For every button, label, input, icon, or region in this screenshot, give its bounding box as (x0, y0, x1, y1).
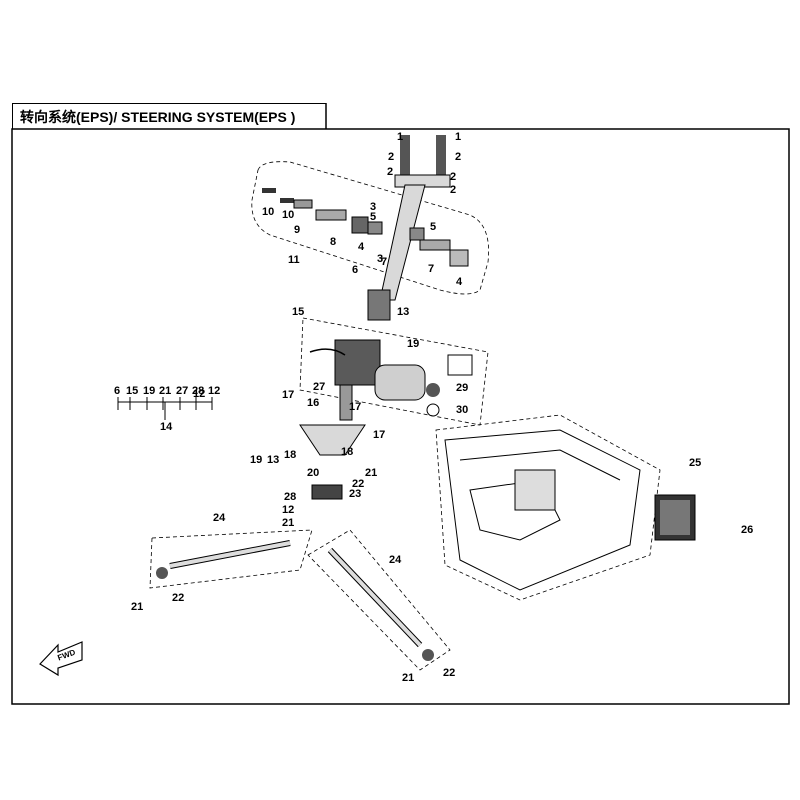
callout-13: 13 (397, 306, 409, 318)
callout-29: 29 (456, 382, 468, 394)
callout-7: 7 (381, 256, 387, 268)
callout-24: 24 (389, 554, 402, 566)
callout-24: 24 (213, 512, 226, 524)
diagram-border (11, 128, 790, 705)
part-10a (262, 188, 276, 193)
callout-15: 15 (292, 306, 304, 318)
callout-2: 2 (450, 184, 456, 196)
callout-5: 5 (430, 221, 436, 233)
part-10b (280, 198, 294, 203)
callout-5: 5 (370, 211, 376, 223)
callout-2: 2 (450, 171, 456, 183)
callout-23: 23 (349, 488, 361, 500)
callout-17: 17 (349, 401, 361, 413)
callout-13: 13 (267, 454, 279, 466)
part-4a (351, 216, 369, 234)
callout-25: 25 (689, 457, 701, 469)
part-5b (409, 227, 425, 241)
kit-14-item: 12 (208, 385, 220, 397)
left-tierod-outline (149, 529, 313, 589)
part-7 (419, 239, 451, 251)
callout-4: 4 (456, 276, 463, 288)
part-5a (367, 221, 383, 235)
callout-27: 27 (313, 381, 325, 393)
kit-14-item: 27 (176, 385, 188, 397)
callout-17: 17 (282, 389, 294, 401)
eps-motor-assembly (309, 339, 473, 417)
callout-2: 2 (387, 166, 393, 178)
coupling-29 (426, 383, 440, 397)
steering-column (367, 135, 451, 321)
callout-21: 21 (365, 467, 377, 479)
callout-6: 6 (352, 264, 358, 276)
title-box (12, 103, 326, 129)
callout-20: 20 (307, 467, 319, 479)
part-9 (293, 199, 313, 209)
lower-bracket (299, 384, 366, 500)
callout-18: 18 (284, 449, 296, 461)
callout-22: 22 (443, 667, 455, 679)
part-8 (315, 209, 347, 221)
eps-motor (374, 364, 426, 401)
ecu-25 (654, 494, 696, 541)
callout-3: 3 (370, 201, 376, 213)
eps-connector (447, 354, 473, 376)
tie-rod-end-right (422, 649, 434, 661)
diagram-title: 转向系统(EPS)/ STEERING SYSTEM(EPS ) (20, 109, 296, 125)
callout-26: 26 (741, 524, 753, 536)
callout-12: 12 (282, 504, 294, 516)
callout-30: 30 (456, 404, 468, 416)
callout-8: 8 (330, 236, 336, 248)
callout-21: 21 (131, 601, 143, 613)
callout-12: 12 (193, 388, 205, 400)
vehicle-frame (444, 429, 641, 591)
tie-rod-end-left (156, 567, 168, 579)
callout-22: 22 (352, 478, 364, 490)
callout-21: 21 (282, 517, 294, 529)
callout-10: 10 (282, 209, 294, 221)
callout-28: 28 (284, 491, 296, 503)
callout-1: 1 (397, 131, 403, 143)
kit-14-item: 21 (159, 385, 171, 397)
column-shaft (379, 184, 426, 301)
eps-housing (334, 339, 381, 386)
kit-14-item: 15 (126, 385, 138, 397)
callout-19: 19 (407, 338, 419, 350)
kit-14-item: 28 (192, 385, 204, 397)
callout-18: 18 (341, 446, 353, 458)
pitman-23 (311, 484, 343, 500)
bracket-16 (299, 424, 366, 456)
part-4b (449, 249, 469, 267)
callout-2: 2 (388, 151, 394, 163)
callout-3: 3 (377, 253, 383, 265)
fwd-arrow: FWD (39, 641, 83, 677)
callout-22: 22 (172, 592, 184, 604)
callout-9: 9 (294, 224, 300, 236)
callout-4: 4 (358, 241, 365, 253)
callout-16: 16 (307, 397, 319, 409)
tie-rods (156, 540, 434, 661)
callout-21: 21 (402, 672, 414, 684)
column-joint (367, 289, 391, 321)
kit-14-item: 19 (143, 385, 155, 397)
upper-group-outline (251, 161, 489, 295)
callout-1: 1 (455, 131, 461, 143)
column-bolt-right (436, 135, 446, 180)
eps-wire (309, 348, 346, 356)
callout-17: 17 (373, 429, 385, 441)
callout-14: 14 (160, 421, 173, 433)
callout-10: 10 (262, 206, 274, 218)
kit-14-item: 6 (114, 385, 120, 397)
upper-small-parts (262, 188, 469, 267)
column-bolt-left (400, 135, 410, 180)
o-ring-30 (426, 403, 440, 417)
kit-14-bracket (117, 397, 213, 420)
callout-2: 2 (455, 151, 461, 163)
right-tierod-outline (307, 529, 451, 671)
frame-outline (435, 414, 661, 601)
callout-7: 7 (428, 263, 434, 275)
callout-11: 11 (288, 254, 300, 266)
callout-19: 19 (250, 454, 262, 466)
